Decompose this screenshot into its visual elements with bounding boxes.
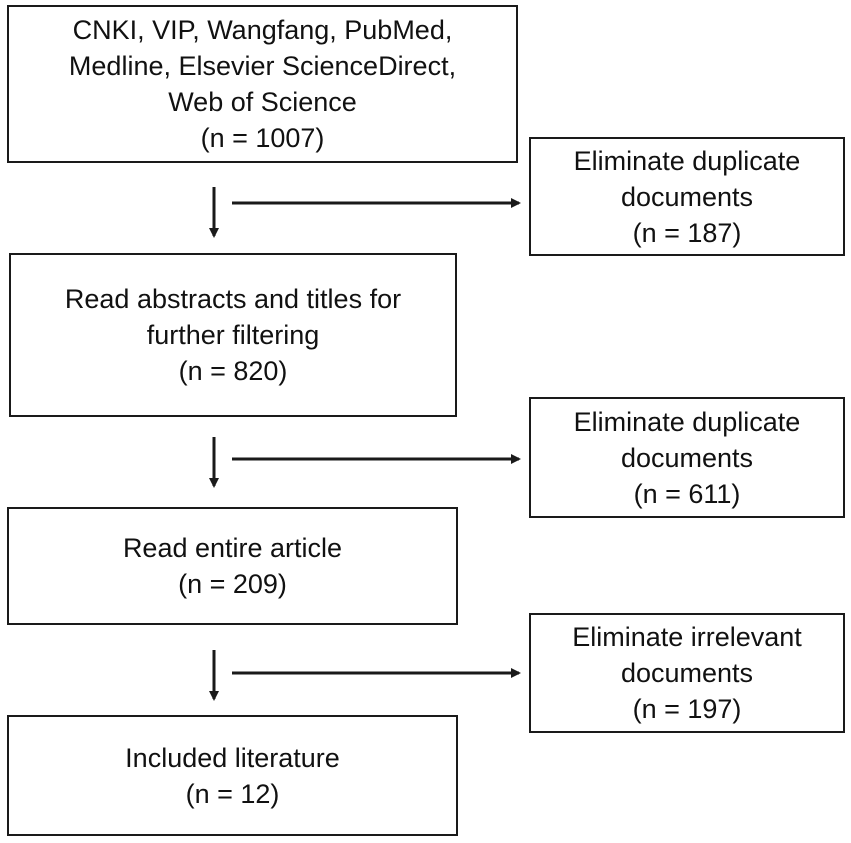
box-count: (n = 12) [185,778,280,809]
box-line: further filtering [146,320,320,350]
abstract-screening-box: Read abstracts and titles for further fi… [9,253,457,417]
exclusion-box-duplicates-1: Eliminate duplicate documents (n = 187) [529,137,845,256]
box-line: Eliminate duplicate [573,145,801,176]
records-identified-box: CNKI, VIP, Wangfang, PubMed, Medline, El… [7,5,518,163]
box-line: Read entire article [122,533,343,563]
box-line: Read abstracts and titles for [64,284,402,314]
box-line: documents [620,181,754,212]
box-count: (n = 611) [633,478,741,509]
box-line: Eliminate duplicate [573,406,801,437]
box-line: documents [620,442,754,473]
box-count: (n = 187) [632,217,742,248]
box-line: Included literature [125,742,340,773]
box-count: (n = 820) [178,356,288,386]
included-literature-box: Included literature (n = 12) [7,715,458,836]
box-line: documents [620,658,754,688]
exclusion-box-duplicates-2: Eliminate duplicate documents (n = 611) [529,397,845,518]
box-line: Eliminate irrelevant [572,622,802,652]
box-count: (n = 1007) [200,123,325,153]
exclusion-box-irrelevant: Eliminate irrelevant documents (n = 197) [529,613,845,733]
box-line: CNKI, VIP, Wangfang, PubMed, [72,15,453,45]
box-count: (n = 197) [632,694,742,724]
box-line: Web of Science [168,87,357,117]
full-text-review-box: Read entire article (n = 209) [7,507,458,625]
box-line: Medline, Elsevier ScienceDirect, [68,51,457,81]
box-count: (n = 209) [178,569,287,599]
